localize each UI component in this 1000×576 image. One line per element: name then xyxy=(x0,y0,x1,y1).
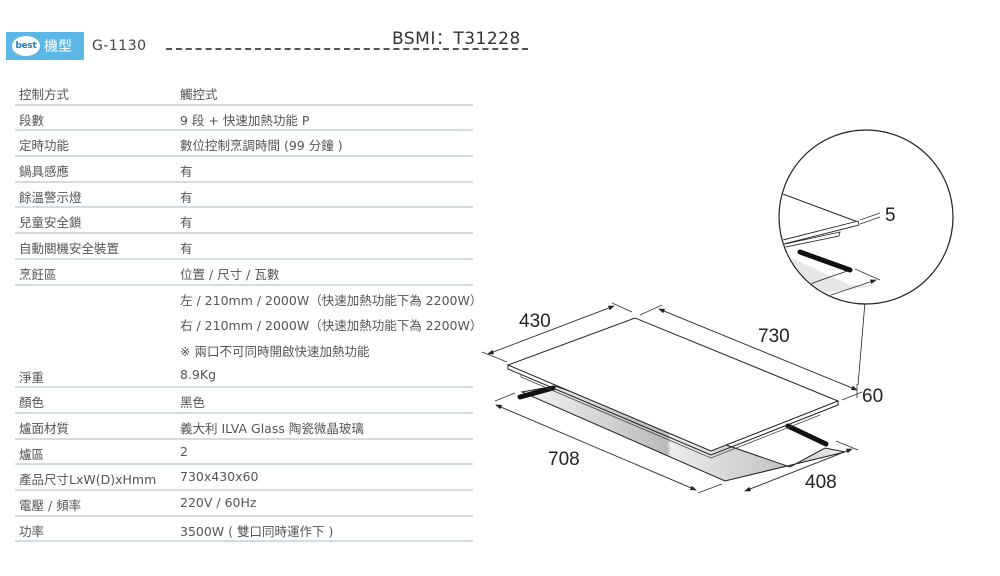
spec-value: 730x430x60 xyxy=(180,469,259,485)
spec-key: 功率 xyxy=(19,523,45,539)
spec-value: 9 段 + 快速加熱功能 P xyxy=(180,112,310,128)
spec-value: 有 xyxy=(180,189,193,205)
spec-row: 爐區 2 xyxy=(15,440,473,466)
spec-key: 電壓 / 頻率 xyxy=(19,498,82,513)
spec-value: 8.9Kg xyxy=(180,366,217,382)
spec-key: 鍋具感應 xyxy=(19,164,70,180)
spec-row: 段數 9 段 + 快速加熱功能 P xyxy=(15,106,473,132)
spec-value: 右 / 210mm / 2000W（快速加熱功能下為 2200W） xyxy=(180,318,483,334)
spec-key: 段數 xyxy=(19,112,45,128)
spec-row: 電壓 / 頻率 220V / 60Hz xyxy=(15,491,473,517)
model-badge: best 機型 xyxy=(6,32,84,60)
spec-row: 產品尺寸LxW(D)xHmm 730x430x60 xyxy=(15,465,473,491)
dim-cutout-width-label: 408 xyxy=(805,472,837,493)
spec-value: 位置 / 尺寸 / 瓦數 xyxy=(180,266,280,282)
spec-value: ※ 兩口不可同時開啟快速加熱功能 xyxy=(180,343,370,359)
spec-value: 義大利 ILVA Glass 陶瓷微晶玻璃 xyxy=(180,420,364,436)
dashed-divider xyxy=(166,48,528,50)
glass-top xyxy=(506,317,840,459)
dim-glass-thickness-label: 5 xyxy=(885,205,896,226)
badge-label: 機型 xyxy=(44,39,72,55)
spec-value: 有 xyxy=(180,164,193,180)
spec-row: 控制方式 觸控式 xyxy=(15,80,473,106)
spec-row: ※ 兩口不可同時開啟快速加熱功能 xyxy=(15,337,473,363)
spec-key: 定時功能 xyxy=(19,138,70,154)
spec-key: 顏色 xyxy=(19,395,45,411)
spec-value: 觸控式 xyxy=(180,87,218,102)
detail-magnifier xyxy=(778,129,954,305)
best-logo: best xyxy=(12,36,40,56)
spec-value: 黑色 xyxy=(180,395,206,411)
spec-row: 右 / 210mm / 2000W（快速加熱功能下為 2200W） xyxy=(15,311,482,337)
spec-row: 定時功能 數位控制烹調時間 (99 分鐘 ) xyxy=(15,131,473,158)
model-number: G-1130 xyxy=(92,38,147,54)
spec-key: 烹飪區 xyxy=(19,266,57,282)
spec-value: 左 / 210mm / 2000W（快速加熱功能下為 2200W） xyxy=(180,292,483,308)
spec-row: 爐面材質 義大利 ILVA Glass 陶瓷微晶玻璃 xyxy=(15,414,473,440)
spec-value: 220V / 60Hz xyxy=(180,495,257,510)
spec-key: 自動關機安全裝置 xyxy=(19,241,120,257)
spec-row: 淨重 8.9Kg xyxy=(15,363,473,389)
dim-width-label: 430 xyxy=(519,311,551,332)
spec-key: 餘溫警示燈 xyxy=(19,189,82,205)
spec-row: 兒童安全鎖 有 xyxy=(15,208,473,235)
spec-value: 數位控制烹調時間 (99 分鐘 ) xyxy=(180,138,343,154)
dim-cutout-length-label: 708 xyxy=(548,449,580,470)
dimension-lines xyxy=(481,301,866,494)
spec-value: 2 xyxy=(180,443,188,459)
spec-value: 有 xyxy=(180,241,193,257)
spec-table: 控制方式 觸控式 段數 9 段 + 快速加熱功能 P 定時功能 數位控制烹調時間 (9… xyxy=(15,80,482,543)
spec-row: 左 / 210mm / 2000W（快速加熱功能下為 2200W） xyxy=(15,286,482,312)
spec-row: 烹飪區 位置 / 尺寸 / 瓦數 xyxy=(15,260,473,286)
spec-key: 控制方式 xyxy=(19,87,70,102)
spec-key: 爐區 xyxy=(19,446,45,462)
spec-row: 顏色 黑色 xyxy=(15,388,473,414)
spec-key: 產品尺寸LxW(D)xHmm xyxy=(19,472,157,488)
spec-row: 餘溫警示燈 有 xyxy=(15,183,473,209)
bsmi-code: BSMI：T31228 xyxy=(392,29,521,49)
spec-key: 爐面材質 xyxy=(19,420,70,436)
spec-value: 有 xyxy=(180,215,193,231)
spec-value: 3500W ( 雙口同時運作下 ) xyxy=(180,523,334,539)
spec-row: 功率 3500W ( 雙口同時運作下 ) xyxy=(15,517,473,543)
header: best 機型 G-1130 BSMI：T31228 xyxy=(6,29,528,60)
dim-height-label: 60 xyxy=(862,386,883,407)
spec-row: 自動關機安全裝置 有 xyxy=(15,234,473,260)
spec-row: 鍋具感應 有 xyxy=(15,157,473,183)
spec-key: 淨重 xyxy=(19,369,45,385)
spec-key: 兒童安全鎖 xyxy=(19,215,82,231)
dim-length-label: 730 xyxy=(758,326,790,347)
